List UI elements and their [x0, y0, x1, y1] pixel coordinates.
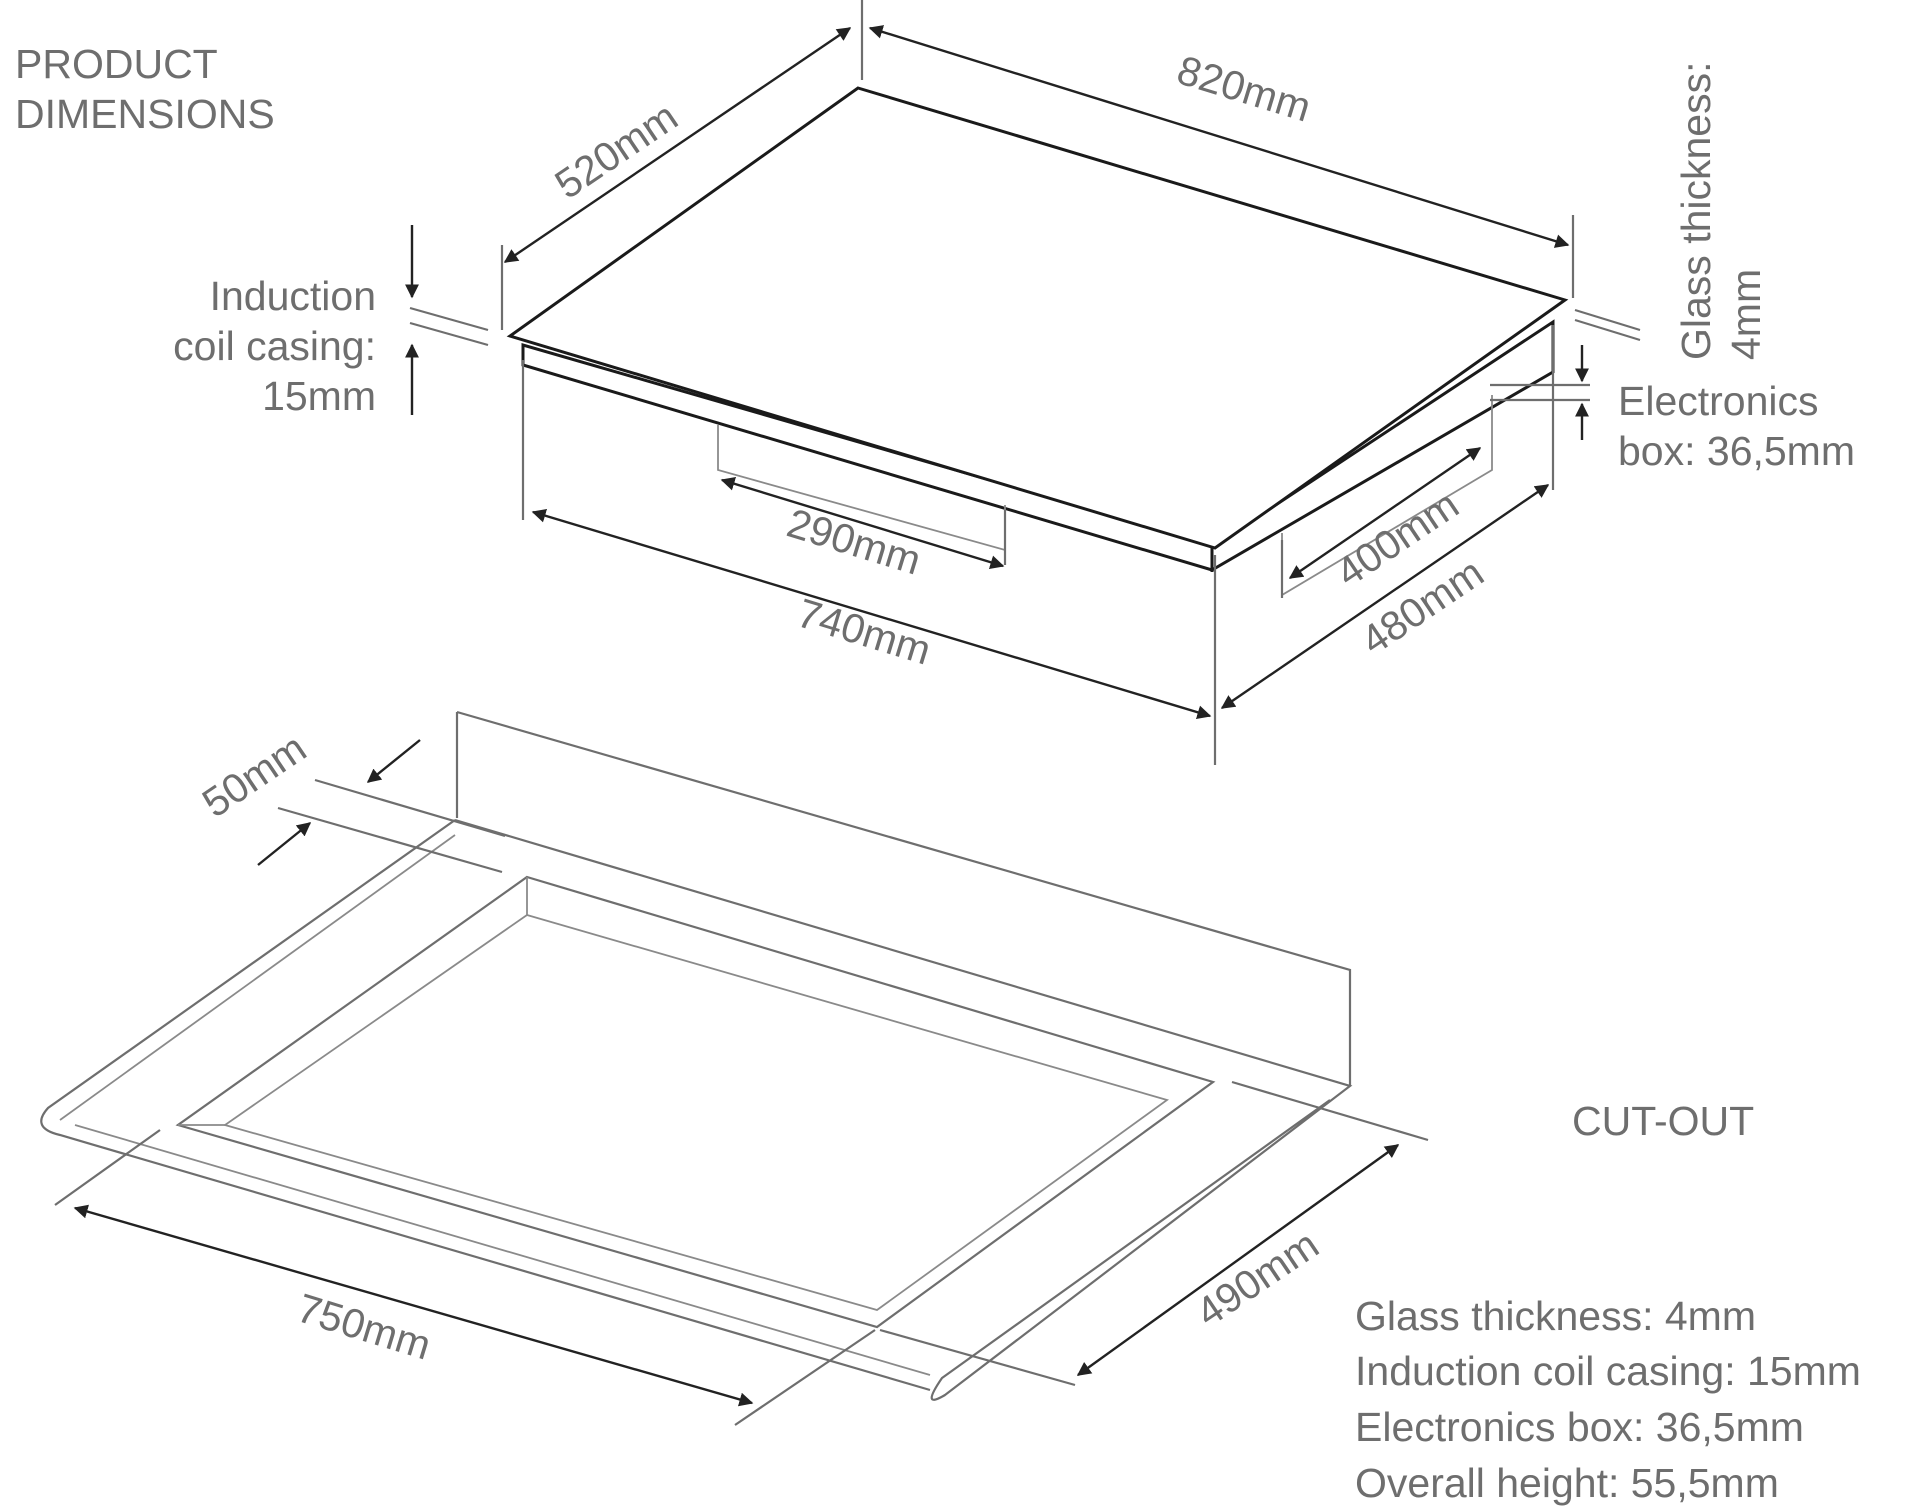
electronics-label-line2: box: 36,5mm: [1618, 428, 1855, 474]
cutout-back-margin-label: 50mm: [194, 724, 314, 826]
dim-arrow-490: [1076, 1144, 1400, 1376]
dim-arrow-750: [73, 1204, 754, 1407]
casing-width-label: 740mm: [792, 590, 936, 674]
spec-line: Overall height: 55,5mm: [1355, 1460, 1779, 1506]
dim-arrow-50-bottom: [257, 822, 312, 866]
dim-arrow-820: [868, 25, 1570, 248]
product-dimensions-title-line2: DIMENSIONS: [15, 91, 275, 137]
cutout-inner: [222, 914, 1170, 1311]
cutout-title: CUT-OUT: [1572, 1098, 1754, 1144]
dim-arrow-520: [503, 27, 852, 263]
cutout-drawing: 50mm 750mm 490mm: [40, 710, 1429, 1426]
hob-glass-top: [506, 86, 1569, 550]
hob-drawing: 520mm 820mm 740mm 290mm 400mm 480mm Indu…: [173, 0, 1855, 765]
electronics-label-line1: Electronics: [1618, 378, 1819, 424]
dim-arrow-740: [531, 508, 1212, 720]
cutout-outer: [175, 875, 1216, 1329]
coil-label-line1: Induction: [210, 273, 376, 319]
coil-label-line3: 15mm: [262, 373, 376, 419]
dim-arrow-290: [720, 476, 1005, 570]
spec-line: Glass thickness: 4mm: [1355, 1293, 1756, 1339]
spec-line: Induction coil casing: 15mm: [1355, 1348, 1861, 1394]
coil-label-line2: coil casing:: [173, 323, 376, 369]
glass-label-line1: Glass thickness:: [1673, 62, 1719, 361]
cutout-depth-label: 490mm: [1188, 1221, 1327, 1336]
box-width-label: 290mm: [782, 500, 926, 584]
dim-arrow-50-top: [366, 739, 421, 783]
spec-list: Glass thickness: 4mm Induction coil casi…: [1355, 1293, 1861, 1506]
hob-width-label: 820mm: [1172, 47, 1316, 131]
hob-depth-label: 520mm: [547, 93, 686, 208]
countertop-outline: [40, 818, 1353, 1401]
product-dimensions-title-line1: PRODUCT: [15, 41, 218, 87]
spec-line: Electronics box: 36,5mm: [1355, 1404, 1804, 1450]
cutout-width-label: 750mm: [292, 1285, 436, 1369]
dim-arrow-480: [1220, 484, 1550, 709]
backsplash: [455, 710, 1352, 1086]
glass-label-line2: 4mm: [1723, 269, 1769, 360]
